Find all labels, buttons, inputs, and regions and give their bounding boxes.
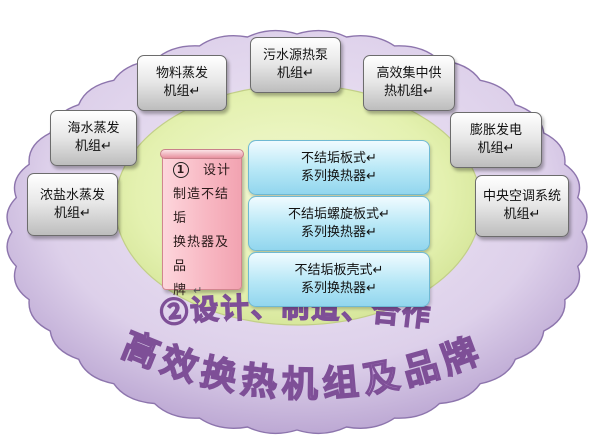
node-central-heating: 高效集中供 热机组↵ <box>363 55 455 111</box>
node-sewage-heat-pump: 污水源热泵 机组↵ <box>250 37 341 93</box>
node-central-ac: 中央空调系统 机组↵ <box>475 175 569 237</box>
node-seawater-evaporation: 海水蒸发 机组↵ <box>50 110 137 166</box>
scroll-roll <box>160 149 244 159</box>
scroll-return-mark: ↵ <box>193 284 204 297</box>
node-plate-shell-exchanger: 不结垢板壳式↵ 系列换热器↵ <box>248 252 430 307</box>
node-brine-evaporation: 浓盐水蒸发 机组↵ <box>27 173 118 236</box>
scroll-text: 1 设计 制造不结垢 换热器及品 牌↵ <box>173 159 239 303</box>
circled-number: 1 <box>173 162 189 178</box>
scroll-text-rest: 制造不结垢 换热器及品 牌 <box>173 187 230 298</box>
scroll-text-first: 设计 <box>203 163 232 178</box>
center-scroll: 1 设计 制造不结垢 换热器及品 牌↵ <box>160 149 244 298</box>
node-material-evaporation: 物料蒸发 机组↵ <box>137 55 227 111</box>
node-spiral-plate-exchanger: 不结垢螺旋板式↵ 系列换热器↵ <box>248 196 430 251</box>
node-plate-exchanger: 不结垢板式↵ 系列换热器↵ <box>248 140 430 195</box>
node-expansion-power: 膨胀发电 机组↵ <box>450 112 542 168</box>
